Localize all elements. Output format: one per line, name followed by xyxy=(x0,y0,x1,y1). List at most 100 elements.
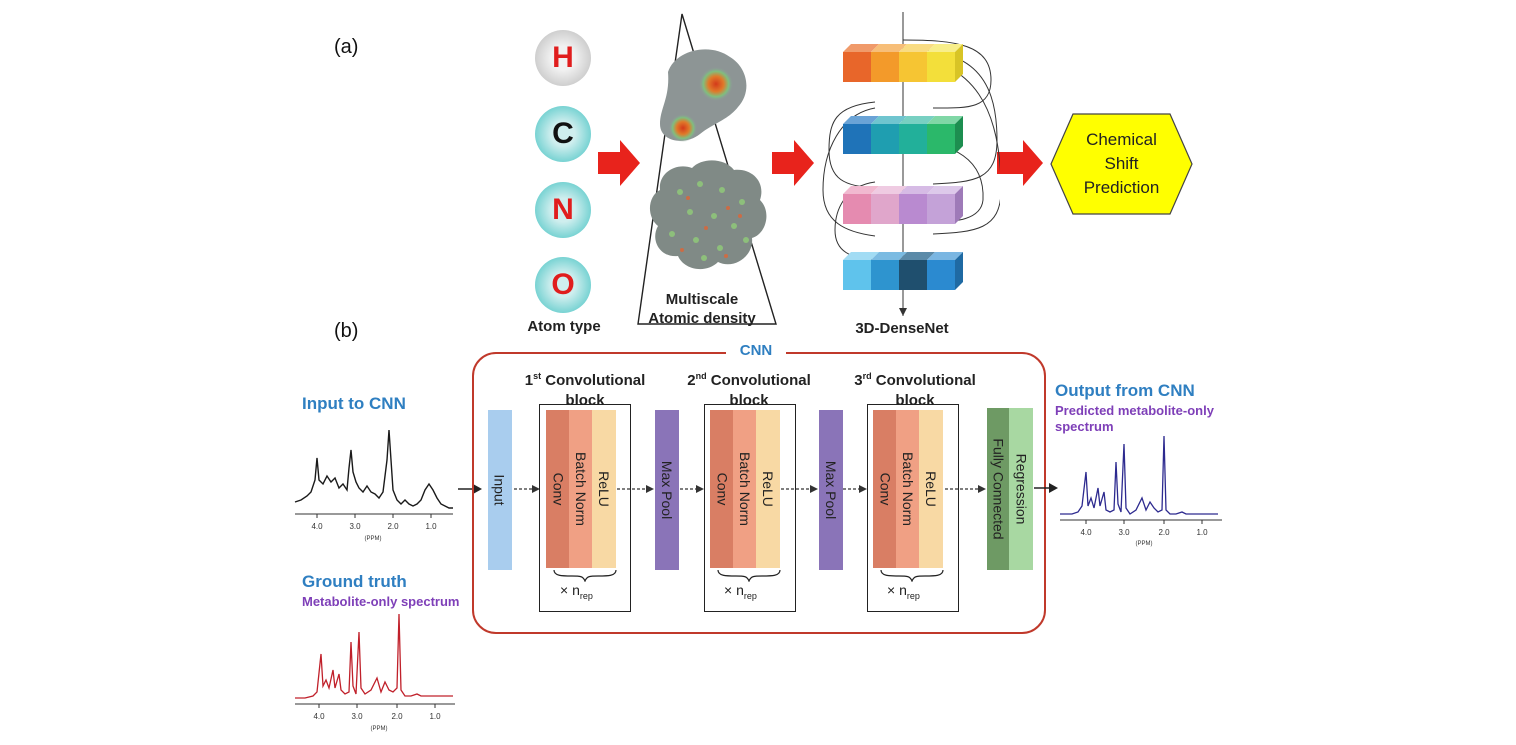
regression-label: Regression xyxy=(1013,453,1030,525)
input-layer-label: Input xyxy=(492,474,509,506)
block-2-conv: Conv xyxy=(710,410,734,568)
block-3-conv-label: Conv xyxy=(877,472,893,506)
truth-tick-3: 1.0 xyxy=(429,712,441,721)
block-3-rep-sub: rep xyxy=(906,590,920,601)
block-1-rep-sub: rep xyxy=(579,590,593,601)
truth-tick-1: 3.0 xyxy=(351,712,363,721)
input-tick-3: 1.0 xyxy=(425,522,437,531)
truth-tick-0: 4.0 xyxy=(313,712,325,721)
output-tick-1: 3.0 xyxy=(1118,528,1130,537)
block-1-relu: ReLU xyxy=(592,410,616,568)
cnn-label: CNN xyxy=(726,342,786,359)
block-1-conv-label: Conv xyxy=(550,472,566,506)
truth-tick-2: 2.0 xyxy=(391,712,403,721)
block-1-conv: Conv xyxy=(546,410,570,568)
output-line2: Shift xyxy=(1104,154,1139,173)
output-tick-3: 1.0 xyxy=(1196,528,1208,537)
output-sub: Predicted metabolite-only spectrum xyxy=(1055,403,1214,435)
block-3-brace-icon xyxy=(880,569,944,582)
output-sub-line1: Predicted metabolite-only xyxy=(1055,403,1214,418)
maxpool-2: Max Pool xyxy=(819,410,843,570)
input-spectrum: 4.0 3.0 2.0 1.0 (PPM) xyxy=(294,429,453,542)
block-2-relu-label: ReLU xyxy=(760,471,777,507)
atom-c: C xyxy=(535,106,591,162)
block-1-batchnorm: Batch Norm xyxy=(569,410,593,568)
ground-truth-spectrum: 4.0 3.0 2.0 1.0 (PPM) xyxy=(295,613,455,732)
fully-connected-layer: Fully Connected xyxy=(987,408,1011,570)
dashed-arrow-2-icon xyxy=(612,485,654,493)
atom-n: N xyxy=(535,182,591,238)
block-3-frame xyxy=(867,404,959,612)
maxpool-1-label: Max Pool xyxy=(659,460,676,520)
block-2-rep-prefix: × n xyxy=(724,582,744,598)
output-arrow-icon xyxy=(1034,483,1058,493)
output-line1: Chemical xyxy=(1086,130,1157,149)
input-to-cnn-title: Input to CNN xyxy=(302,394,406,413)
block-1-rep-prefix: × n xyxy=(560,582,580,598)
dashed-arrow-6-icon xyxy=(940,485,986,493)
block-3-batchnorm-label: Batch Norm xyxy=(900,452,917,526)
block-3-rep: × nrep xyxy=(887,582,920,601)
fully-connected-label: Fully Connected xyxy=(991,438,1008,540)
hexagon-shape xyxy=(1050,113,1193,215)
atom-h: H xyxy=(535,30,591,86)
output-spectrum: 4.0 3.0 2.0 1.0 (PPM) xyxy=(1060,435,1222,547)
block-3-title: 3rd Convolutional block xyxy=(840,366,990,411)
ground-truth-sub: Metabolite-only spectrum xyxy=(302,594,460,609)
block-3-sup: rd xyxy=(862,371,872,381)
density-caption: Multiscale Atomic density xyxy=(640,290,764,328)
block-3-batchnorm: Batch Norm xyxy=(896,410,920,568)
block-2-batchnorm: Batch Norm xyxy=(733,410,757,568)
arrow-2-icon xyxy=(772,140,814,186)
block-2-rest: Convolutional xyxy=(706,372,811,389)
arrow-3-icon xyxy=(997,140,1043,186)
block-1-rest: Convolutional xyxy=(541,372,646,389)
output-from-cnn-title: Output from CNN xyxy=(1055,381,1195,400)
output-sub-line2: spectrum xyxy=(1055,419,1114,434)
output-tick-2: 2.0 xyxy=(1158,528,1170,537)
density-caption-line2: Atomic density xyxy=(648,310,756,327)
panel-a-label: (a) xyxy=(334,36,359,58)
block-1-brace-icon xyxy=(553,569,617,582)
truth-axis-unit: (PPM) xyxy=(371,726,388,732)
input-axis-unit: (PPM) xyxy=(365,536,382,542)
block-1-sup: st xyxy=(533,371,542,381)
block-2-ordinal: 2 xyxy=(687,372,696,389)
arrow-1-icon xyxy=(598,140,640,186)
density-caption-line1: Multiscale xyxy=(665,291,739,308)
dashed-arrow-1-icon xyxy=(514,485,540,493)
dashed-arrow-4-icon xyxy=(776,485,818,493)
block-1-frame xyxy=(539,404,631,612)
ground-truth-title: Ground truth xyxy=(302,572,407,591)
maxpool-2-label: Max Pool xyxy=(823,460,840,520)
output-tick-0: 4.0 xyxy=(1080,528,1092,537)
input-tick-2: 2.0 xyxy=(387,522,399,531)
densenet-caption: 3D-DenseNet xyxy=(855,320,949,337)
input-arrow-icon xyxy=(458,484,482,494)
densenet-diagram xyxy=(822,12,1000,316)
block-3-rep-prefix: × n xyxy=(887,582,907,598)
atom-o: O xyxy=(535,257,591,313)
atom-type-caption: Atom type xyxy=(527,318,601,335)
panel-b-label: (b) xyxy=(334,320,359,342)
block-3-relu-label: ReLU xyxy=(923,471,940,507)
block-2-rep-sub: rep xyxy=(743,590,757,601)
block-2-conv-label: Conv xyxy=(714,472,730,506)
block-2-frame xyxy=(704,404,796,612)
block-2-brace-icon xyxy=(717,569,781,582)
chemical-shift-prediction: Chemical Shift Prediction xyxy=(1049,112,1194,216)
block-1-batchnorm-label: Batch Norm xyxy=(573,452,590,526)
block-2-batchnorm-label: Batch Norm xyxy=(737,452,754,526)
dashed-arrow-3-icon xyxy=(680,485,704,493)
block-1-rep: × nrep xyxy=(560,582,593,601)
input-tick-1: 3.0 xyxy=(349,522,361,531)
input-tick-0: 4.0 xyxy=(311,522,323,531)
block-3-relu: ReLU xyxy=(919,410,943,568)
density-funnel xyxy=(637,13,777,325)
maxpool-1: Max Pool xyxy=(655,410,679,570)
block-1-ordinal: 1 xyxy=(524,372,534,389)
block-3-rest: Convolutional xyxy=(871,372,976,389)
block-2-sup: nd xyxy=(695,371,707,381)
block-2-relu: ReLU xyxy=(756,410,780,568)
output-line3: Prediction xyxy=(1083,178,1160,197)
